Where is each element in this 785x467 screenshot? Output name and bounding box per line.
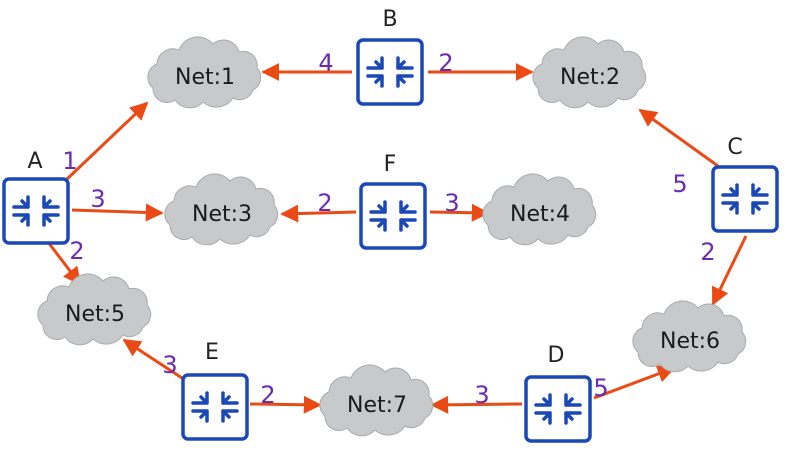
router-box <box>2 177 70 245</box>
network-label: Net:7 <box>347 393 407 418</box>
link-cost-e-net5: 3 <box>162 351 177 379</box>
router-f[interactable]: F <box>359 152 427 250</box>
link-cost-f-net4: 3 <box>444 189 459 217</box>
router-b[interactable]: B <box>356 7 424 106</box>
router-label: D <box>548 343 565 368</box>
link-cost-a-net1: 1 <box>62 147 77 175</box>
router-box <box>711 165 779 233</box>
network-net2: Net:2 <box>532 36 647 109</box>
network-net3: Net:3 <box>164 173 279 246</box>
router-d[interactable]: D <box>524 343 592 443</box>
network-net5: Net:5 <box>37 273 152 346</box>
link-cost-c-net2: 5 <box>672 170 687 198</box>
link-cost-b-net2: 2 <box>438 49 453 77</box>
link-arrow-a-net5 <box>46 241 82 286</box>
cloud-icon <box>532 36 647 109</box>
link-arrow-a-net1 <box>64 101 149 182</box>
router-box <box>356 38 424 106</box>
router-box <box>181 373 249 441</box>
link-arrow-d-net7 <box>430 395 523 414</box>
routers-layer: A B C D E F <box>2 7 779 443</box>
cloud-icon <box>147 36 262 109</box>
router-label: E <box>205 340 219 365</box>
link-arrow-c-net6 <box>711 235 748 306</box>
cloud-icon <box>482 173 597 246</box>
router-label: C <box>727 135 742 160</box>
network-label: Net:1 <box>175 65 235 90</box>
router-label: F <box>384 152 397 177</box>
link-cost-d-net6: 5 <box>593 374 608 402</box>
network-net7: Net:7 <box>319 364 434 437</box>
router-box <box>524 375 592 443</box>
network-net4: Net:4 <box>482 173 597 246</box>
link-arrow-c-net2 <box>638 108 719 168</box>
router-a[interactable]: A <box>2 149 70 245</box>
network-label: Net:6 <box>660 329 720 354</box>
router-box <box>359 182 427 250</box>
router-e[interactable]: E <box>181 340 249 441</box>
link-cost-a-net5: 2 <box>69 237 84 265</box>
link-arrow-e-net5 <box>122 338 183 380</box>
network-label: Net:5 <box>65 302 125 327</box>
link-cost-b-net1: 4 <box>318 49 333 77</box>
link-cost-a-net3: 3 <box>90 185 105 213</box>
cloud-icon <box>37 273 152 346</box>
cloud-icon <box>632 300 747 373</box>
network-label: Net:3 <box>192 202 252 227</box>
cloud-icon <box>319 364 434 437</box>
link-cost-e-net7: 2 <box>260 381 275 409</box>
router-label: A <box>27 149 42 174</box>
link-arrow-a-net3 <box>71 203 164 222</box>
network-net1: Net:1 <box>147 36 262 109</box>
links-layer <box>46 63 748 414</box>
link-arrow-d-net6 <box>593 365 676 400</box>
router-c[interactable]: C <box>711 135 779 233</box>
link-cost-c-net6: 2 <box>700 238 715 266</box>
link-arrow-e-net7 <box>249 395 322 414</box>
network-label: Net:4 <box>510 202 570 227</box>
network-net6: Net:6 <box>632 300 747 373</box>
link-cost-f-net3: 2 <box>317 189 332 217</box>
link-arrow-f-net3 <box>280 204 357 223</box>
link-cost-d-net7: 3 <box>474 381 489 409</box>
link-arrow-f-net4 <box>429 203 490 222</box>
network-label: Net:2 <box>560 65 620 90</box>
cloud-icon <box>164 173 279 246</box>
router-label: B <box>382 7 397 32</box>
